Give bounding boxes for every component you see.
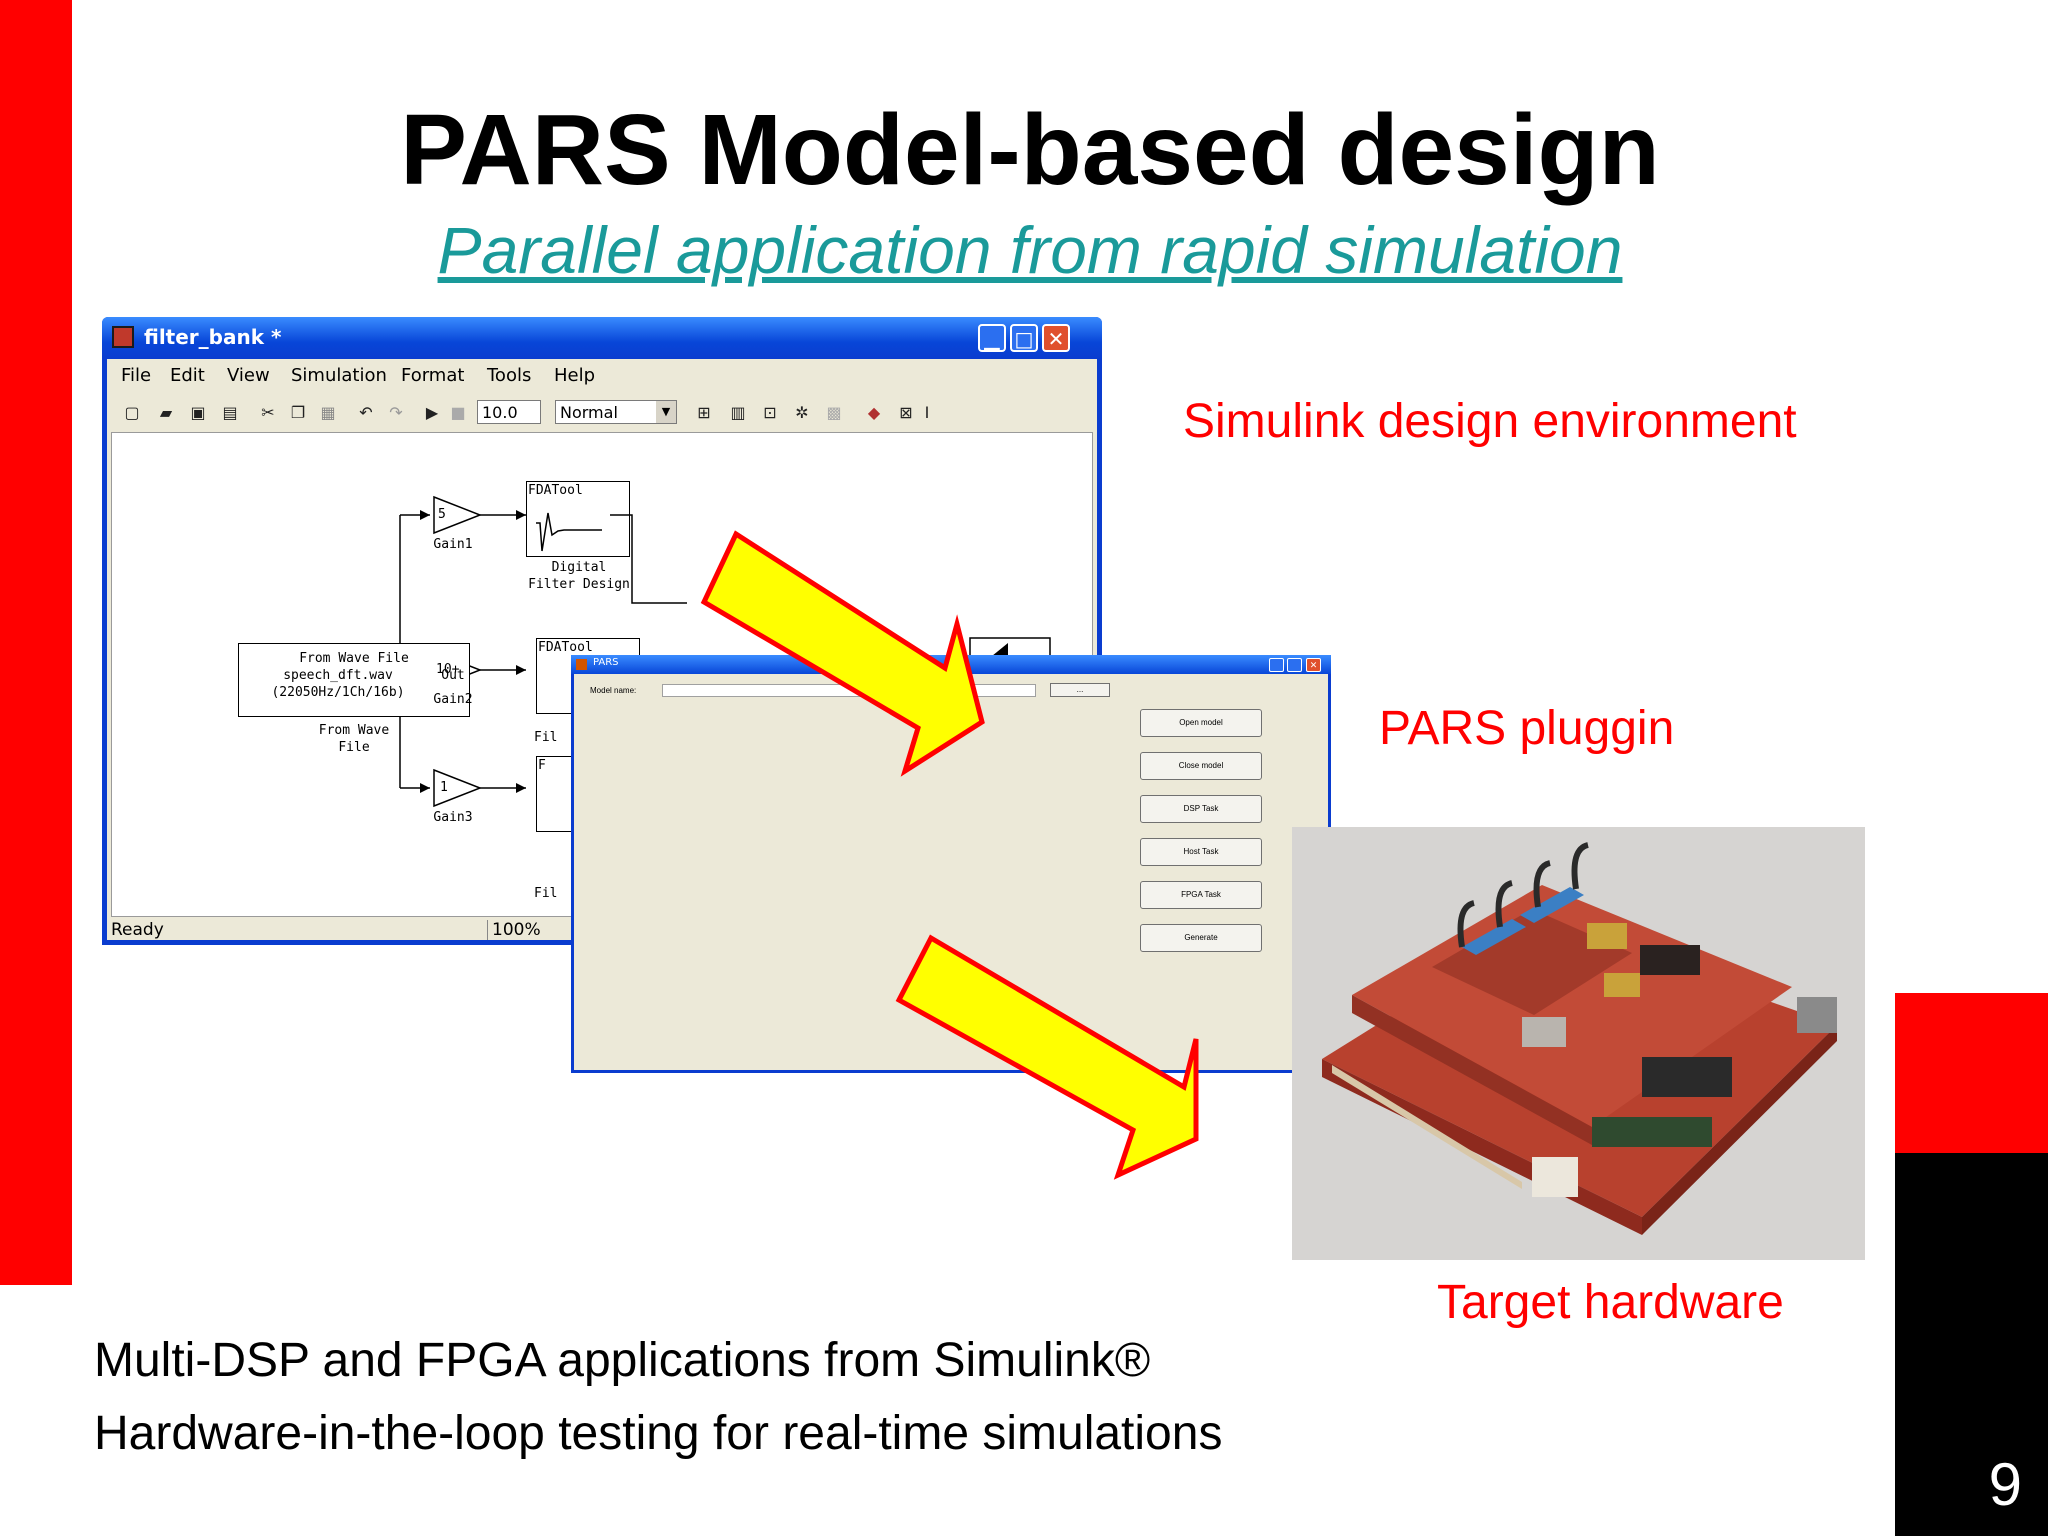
sim-mode-value: Normal [560,403,618,422]
model-name-input[interactable] [662,684,1036,697]
model-name-label: Model name: [590,686,637,695]
gain1-triangle [433,495,483,535]
fda1-caption-1: Digital [551,560,607,575]
fda1-caption-2: Filter Design [528,577,630,592]
minimize-button[interactable]: ▁ [978,324,1006,352]
fdatool-block-1[interactable] [526,481,630,557]
close-icon: ✕ [1309,660,1318,670]
source-caption-1: From Wave [318,723,390,738]
maximize-icon: □ [1014,327,1034,351]
model-explorer-icon[interactable]: ▩ [826,403,842,422]
pars-titlebar[interactable]: PARS ✕ [571,655,1331,674]
source-line2: speech_dft.wav [283,668,393,683]
cut-icon[interactable]: ✂ [261,403,275,422]
simulink-app-icon [112,326,134,348]
dsp-task-button[interactable]: DSP Task [1140,795,1262,823]
model-advisor-icon[interactable]: ◆ [867,403,881,422]
gain3-label: Gain3 [433,810,473,825]
update-diagram-icon[interactable]: ▥ [730,403,746,422]
new-file-icon[interactable]: ▢ [124,403,140,422]
gain3-value: 1 [440,780,448,795]
source-line1: From Wave File [299,651,409,666]
save-icon[interactable]: ▣ [190,403,206,422]
corner-red-block [1895,993,2048,1153]
menu-file[interactable]: File [121,365,152,386]
pars-minimize-button[interactable] [1269,658,1284,672]
maximize-button[interactable]: □ [1010,324,1038,352]
browse-button[interactable]: ... [1050,683,1110,697]
target-hardware-photo [1292,827,1865,1260]
simulink-titlebar[interactable]: filter_bank * ▁ □ ✕ [102,317,1102,359]
pars-plugin-label: PARS pluggin [1379,702,1675,755]
menu-tools[interactable]: Tools [487,365,532,386]
simulink-env-label: Simulink design environment [1183,395,1797,448]
simulink-toolbar: ▢ ▰ ▣ ▤ ✂ ❐ ▦ ↶ ↷ ▶ ■ 10.0 Normal ▼ ⊞ ▥ … [107,397,1097,431]
fda1-title: FDATool [528,483,583,498]
source-port-label: Out [441,668,465,683]
stop-icon[interactable]: ■ [450,403,466,422]
gain3-triangle [433,768,483,808]
host-task-button[interactable]: Host Task [1140,838,1262,866]
zoom-level: 100% [487,920,692,940]
copy-icon[interactable]: ❐ [290,403,306,422]
hardware-board-illustration [1322,842,1837,1235]
menu-simulation[interactable]: Simulation [291,365,387,386]
debug-icon[interactable]: ✲ [795,403,809,422]
zoom-icon[interactable]: ⊠ [899,403,913,422]
left-accent-bar [0,0,72,1285]
status-text: Ready [111,920,164,940]
chevron-down-icon: ▼ [656,401,676,423]
fda2-title: FDATool [538,640,593,655]
gain1-label: Gain1 [433,537,473,552]
pars-app-icon [576,659,587,670]
window-title: filter_bank * [144,325,282,349]
paste-icon[interactable]: ▦ [320,403,336,422]
close-model-button[interactable]: Close model [1140,752,1262,780]
status-bar: Ready 100% [107,920,1097,940]
toolbar-more-icon[interactable]: I [924,403,930,422]
pars-window-title: PARS [593,657,619,668]
fda3-title: F [538,758,546,773]
filter2-caption: Fil [534,730,558,745]
corner-black-block [1895,1153,2048,1536]
print-icon[interactable]: ▤ [222,403,238,422]
stop-time-input[interactable]: 10.0 [477,400,541,424]
play-icon[interactable]: ▶ [425,403,439,422]
pars-close-button[interactable]: ✕ [1306,658,1321,672]
menu-view[interactable]: View [227,365,270,386]
slide-title: PARS Model-based design [400,94,1660,206]
pars-maximize-button[interactable] [1287,658,1302,672]
filter3-caption: Fil [534,886,558,901]
gain1-value: 5 [438,507,446,522]
library-browser-icon[interactable]: ⊞ [697,403,711,422]
close-button[interactable]: ✕ [1042,324,1070,352]
build-icon[interactable]: ⊡ [763,403,777,422]
menu-format[interactable]: Format [401,365,465,386]
menu-help[interactable]: Help [554,365,596,386]
pars-window: PARS ✕ Model name: ... Open model Close … [571,655,1331,1073]
open-model-button[interactable]: Open model [1140,709,1262,737]
filter-response-curve [536,512,602,552]
source-line3: (22050Hz/1Ch/16b) [271,685,405,700]
bullet-line-1: Multi-DSP and FPGA applications from Sim… [94,1334,1151,1387]
generate-button[interactable]: Generate [1140,924,1262,952]
fpga-task-button[interactable]: FPGA Task [1140,881,1262,909]
pars-body: Model name: ... Open model Close model D… [574,674,1328,1070]
from-wave-file-block[interactable] [238,643,470,717]
slide-subtitle[interactable]: Parallel application from rapid simulati… [437,213,1623,287]
close-icon: ✕ [1047,327,1065,351]
minimize-icon: ▁ [984,327,1000,351]
sim-mode-select[interactable]: Normal ▼ [555,400,677,424]
bullet-line-2: Hardware-in-the-loop testing for real-ti… [94,1407,1223,1460]
gain2-value: 10+ [436,662,460,677]
open-folder-icon[interactable]: ▰ [159,403,173,422]
target-hardware-label: Target hardware [1437,1276,1784,1329]
redo-icon[interactable]: ↷ [389,403,403,422]
gain2-label: Gain2 [433,692,473,707]
source-caption-2: File [338,740,370,755]
menu-edit[interactable]: Edit [170,365,205,386]
page-number: 9 [1988,1451,2022,1518]
undo-icon[interactable]: ↶ [359,403,373,422]
